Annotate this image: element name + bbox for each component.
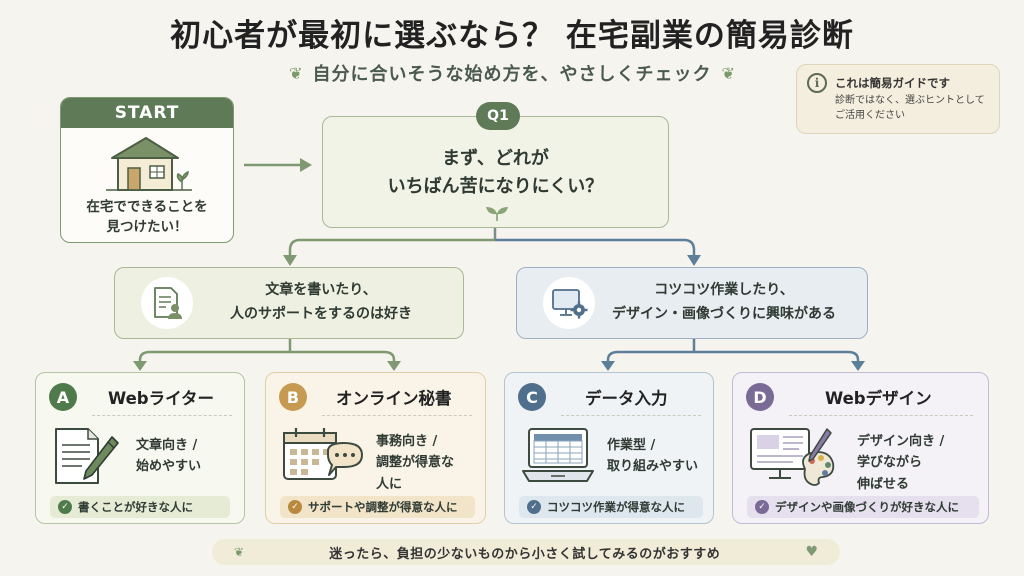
option-tag-text: サポートや調整が得意な人に [308, 500, 458, 514]
info-icon: i [807, 73, 827, 93]
question-1-line: まず、どれが [442, 148, 549, 169]
question-1-line: いちばん苦になりにくい？ [387, 175, 604, 197]
branch-right-text: コツコツ作業したり、 デザイン・画像づくりに興味がある [595, 279, 867, 327]
check-icon: ✓ [755, 500, 769, 514]
option-tag-text: 書くことが好きな人に [78, 500, 193, 514]
sprout-icon [486, 207, 508, 221]
branch-left-line: 文章を書いたり、 [265, 282, 377, 299]
option-tag-b: ✓ サポートや調整が得意な人に [280, 496, 475, 518]
check-icon: ✓ [527, 500, 541, 514]
leaf-left-icon: ❦ [289, 63, 303, 83]
branch-left-line: 人のサポートをするのは好き [230, 306, 412, 322]
page-subtitle: 自分に合いそうな始め方を、やさしくチェック [312, 64, 712, 85]
option-desc-d: デザイン向き / 学びながら 伸ばせる [857, 431, 944, 495]
check-icon: ✓ [288, 500, 302, 514]
calendar-chat-icon [283, 428, 363, 480]
question-1-box: まず、どれが いちばん苦になりにくい？ [322, 116, 669, 228]
option-tag-text: コツコツ作業が得意な人に [547, 500, 685, 514]
option-letter-c: C [518, 383, 546, 411]
monitor-gear-icon [543, 277, 595, 329]
guide-body-line: 診断ではなく、選ぶヒントとして [835, 95, 985, 106]
footer-text: 迷ったら、負担の少ないものから小さく試してみるのがおすすめ [329, 546, 721, 562]
start-text-line: 見つけたい！ [106, 218, 188, 235]
divider [92, 415, 232, 416]
footer-tip: ❦ 迷ったら、負担の少ないものから小さく試してみるのがおすすめ ♥ [212, 539, 840, 565]
leaf-right-icon: ❦ [721, 63, 735, 83]
branch-right-line: コツコツ作業したり、 [654, 282, 794, 299]
branch-left-text: 文章を書いたり、 人のサポートをするのは好き [193, 279, 463, 327]
start-card: START 在宅でできることを 見つけたい！ [60, 97, 234, 243]
guide-body-line: ご活用ください [835, 109, 905, 121]
option-tag-c: ✓ コツコツ作業が得意な人に [519, 496, 703, 518]
check-icon: ✓ [58, 500, 72, 514]
option-desc-line: 伸ばせる [857, 476, 910, 492]
house-icon [106, 137, 192, 191]
sprout-icon: ❦ [234, 545, 245, 559]
option-title-c: データ入力 [585, 389, 668, 408]
divider [561, 415, 701, 416]
document-person-icon [141, 277, 193, 329]
option-desc-line: 人に [376, 476, 403, 492]
start-text: 在宅でできることを 見つけたい！ [61, 198, 233, 237]
guide-note: i これは簡易ガイドです 診断ではなく、選ぶヒントとして ご活用ください [796, 64, 1000, 134]
question-1-badge: Q1 [476, 102, 520, 130]
page-title: 初心者が最初に選ぶなら？ 在宅副業の簡易診断 [170, 18, 854, 54]
option-title-a: Webライター [108, 389, 214, 408]
start-text-line: 在宅でできることを [86, 199, 208, 215]
option-desc-b: 事務向き / 調整が得意な 人に [376, 431, 454, 495]
start-label: START [61, 98, 233, 128]
option-desc-line: 事務向き / [376, 434, 438, 449]
option-tag-text: デザインや画像づくりが好きな人に [775, 500, 959, 514]
pen-paper-icon [55, 428, 119, 484]
option-desc-line: 学びながら [857, 455, 923, 471]
option-tag-a: ✓ 書くことが好きな人に [50, 496, 230, 518]
option-title-d: Webデザイン [825, 389, 932, 408]
divider [322, 415, 472, 416]
subtitle-row: ❦ 自分に合いそうな始め方を、やさしくチェック ❦ [0, 60, 1024, 86]
option-desc-line: 始めやすい [136, 459, 202, 475]
guide-body: 診断ではなく、選ぶヒントとして ご活用ください [835, 94, 989, 123]
monitor-palette-icon [750, 428, 835, 486]
option-tag-d: ✓ デザインや画像づくりが好きな人に [747, 496, 979, 518]
option-desc-line: 取り組みやすい [607, 459, 699, 475]
option-desc-line: 文章向き / [136, 438, 198, 453]
option-desc-a: 文章向き / 始めやすい [136, 435, 201, 478]
branch-work-design[interactable]: コツコツ作業したり、 デザイン・画像づくりに興味がある [516, 267, 868, 339]
option-letter-b: B [279, 383, 307, 411]
laptop-spreadsheet-icon [522, 428, 594, 482]
option-desc-c: 作業型 / 取り組みやすい [607, 435, 698, 478]
option-title-b: オンライン秘書 [336, 389, 452, 408]
branch-writing-support[interactable]: 文章を書いたり、 人のサポートをするのは好き [114, 267, 464, 339]
branch-right-line: デザイン・画像づくりに興味がある [612, 306, 836, 322]
guide-title: これは簡易ガイドです [835, 76, 950, 90]
option-letter-a: A [49, 383, 77, 411]
option-desc-line: デザイン向き / [857, 434, 945, 449]
option-card-web-writer[interactable]: A Webライター 文章向き / 始めやすい ✓ 書くことが好きな人に [35, 372, 245, 524]
option-card-data-entry[interactable]: C データ入力 作業型 / 取り組みやすい ✓ コツコツ作業が得意な人に [504, 372, 714, 524]
heart-icon: ♥ [805, 544, 818, 560]
option-letter-d: D [746, 383, 774, 411]
divider [789, 415, 973, 416]
option-desc-line: 作業型 / [607, 438, 656, 453]
option-desc-line: 調整が得意な [376, 455, 455, 471]
option-card-web-design[interactable]: D Webデザイン デザイン向き / 学びながら 伸ばせる ✓ デザインや画像づ… [732, 372, 989, 524]
option-card-online-secretary[interactable]: B オンライン秘書 事務向き / 調整が得意な 人に ✓ サポートや調整が得意な… [265, 372, 486, 524]
question-1-text: まず、どれが いちばん苦になりにくい？ [323, 145, 668, 201]
